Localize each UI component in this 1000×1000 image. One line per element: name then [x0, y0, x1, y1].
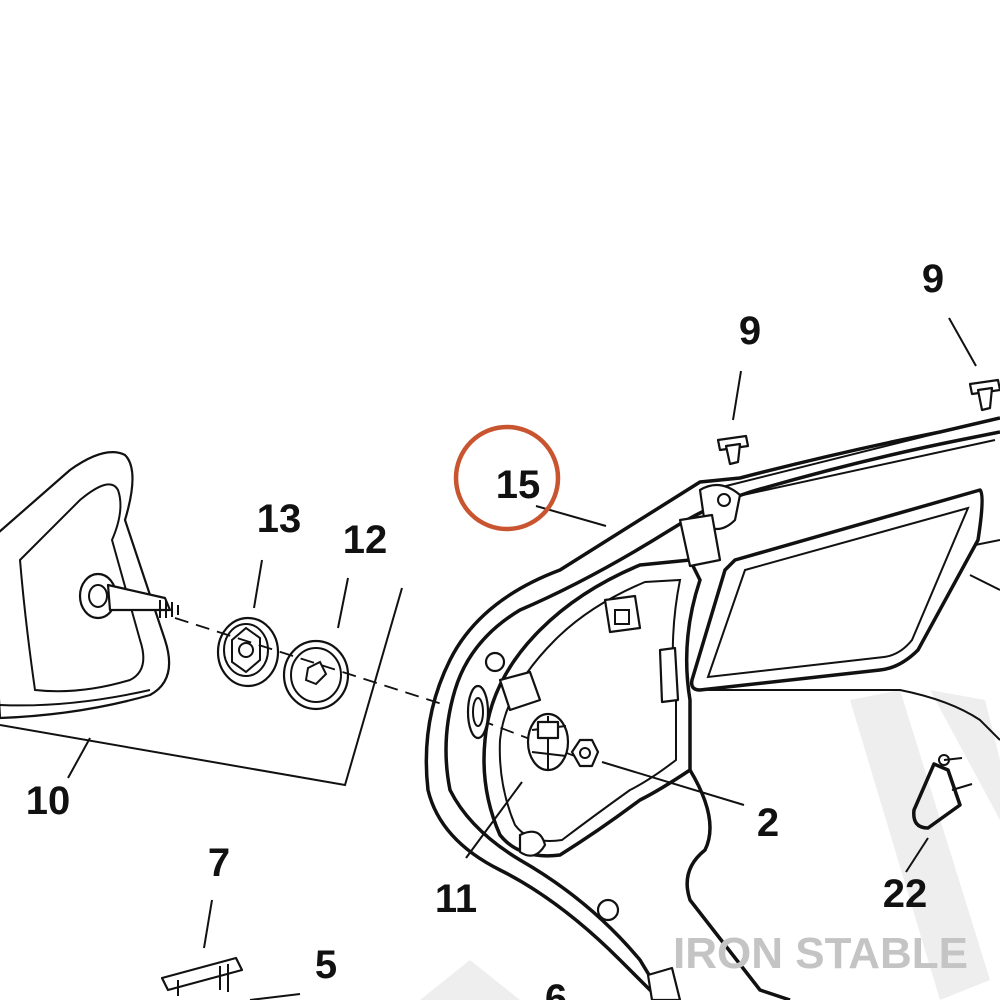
- callout-9-center: 9: [739, 309, 761, 353]
- push-clip-part-9-right: [968, 378, 1000, 412]
- callout-13: 13: [257, 497, 302, 541]
- callout-6: 6: [545, 977, 567, 1000]
- callout-11: 11: [435, 877, 477, 921]
- assembly-axis-mirror: [174, 617, 446, 706]
- callout-5: 5: [315, 943, 337, 987]
- callout-10: 10: [26, 779, 71, 823]
- callout-12: 12: [343, 518, 388, 562]
- callout-22: 22: [883, 872, 928, 916]
- callout-15: 15: [496, 463, 541, 507]
- mirror-housing-part-10: [0, 451, 179, 720]
- push-clip-part-9-center: [716, 434, 750, 466]
- highlight-circle-15: [453, 424, 561, 532]
- watermark-brand: IRON STABLE: [673, 929, 968, 978]
- wire-clip-part-22: [912, 754, 973, 830]
- swivel-nut-part-13: [216, 616, 280, 688]
- washer-part-12: [282, 639, 350, 711]
- callout-2: 2: [757, 801, 779, 845]
- callout-7: 7: [208, 841, 230, 885]
- mount-adapter-part-11: [526, 712, 570, 772]
- leader-lines: [0, 317, 977, 1000]
- callout-9-right: 9: [922, 257, 944, 301]
- trim-piece-part-7: [160, 956, 244, 996]
- nut-part-2: [570, 738, 600, 768]
- fairing-body-part-15: [424, 416, 1000, 1000]
